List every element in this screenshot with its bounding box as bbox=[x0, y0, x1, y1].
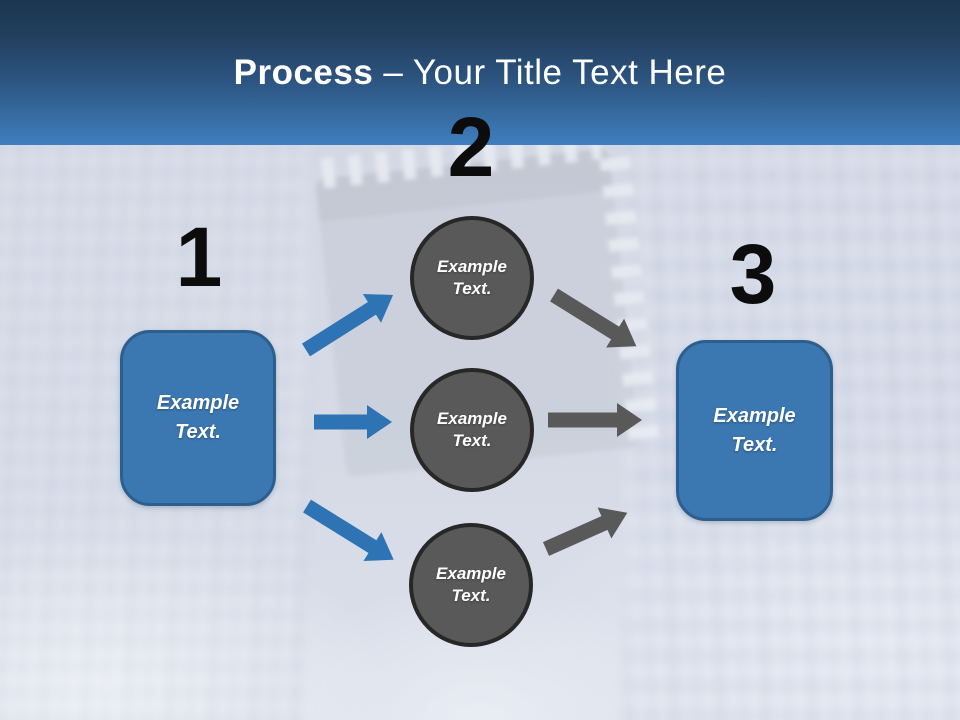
arrow-gray-middle[interactable] bbox=[548, 403, 642, 437]
process-circle-2[interactable]: Example Text. bbox=[410, 368, 534, 492]
arrow-blue-middle[interactable] bbox=[314, 405, 392, 439]
process-circle-2-label: Example Text. bbox=[437, 408, 507, 450]
slide-title[interactable]: Process– Your Title Text Here bbox=[234, 53, 727, 93]
slide-title-keyword: Process bbox=[233, 52, 374, 92]
slide-title-rest: – Your Title Text Here bbox=[383, 52, 727, 92]
arrow-blue-top[interactable] bbox=[297, 281, 402, 365]
process-box-left[interactable]: Example Text. bbox=[120, 330, 276, 506]
arrow-gray-top[interactable] bbox=[545, 281, 645, 361]
step-number-3[interactable]: 3 bbox=[729, 227, 777, 321]
process-circle-3-label: Example Text. bbox=[436, 563, 506, 605]
step-number-2[interactable]: 2 bbox=[447, 100, 495, 194]
arrow-blue-bottom[interactable] bbox=[298, 492, 403, 575]
arrow-gray-bottom[interactable] bbox=[539, 497, 634, 564]
process-box-left-label: Example Text. bbox=[156, 392, 240, 443]
process-box-right[interactable]: Example Text. bbox=[676, 340, 833, 521]
step-number-1[interactable]: 1 bbox=[175, 210, 223, 304]
process-circle-1[interactable]: Example Text. bbox=[410, 216, 534, 340]
process-box-right-label: Example Text. bbox=[713, 404, 796, 456]
process-circle-1-label: Example Text. bbox=[437, 256, 507, 298]
process-circle-3[interactable]: Example Text. bbox=[409, 523, 533, 647]
title-bar: Process– Your Title Text Here bbox=[0, 0, 960, 145]
